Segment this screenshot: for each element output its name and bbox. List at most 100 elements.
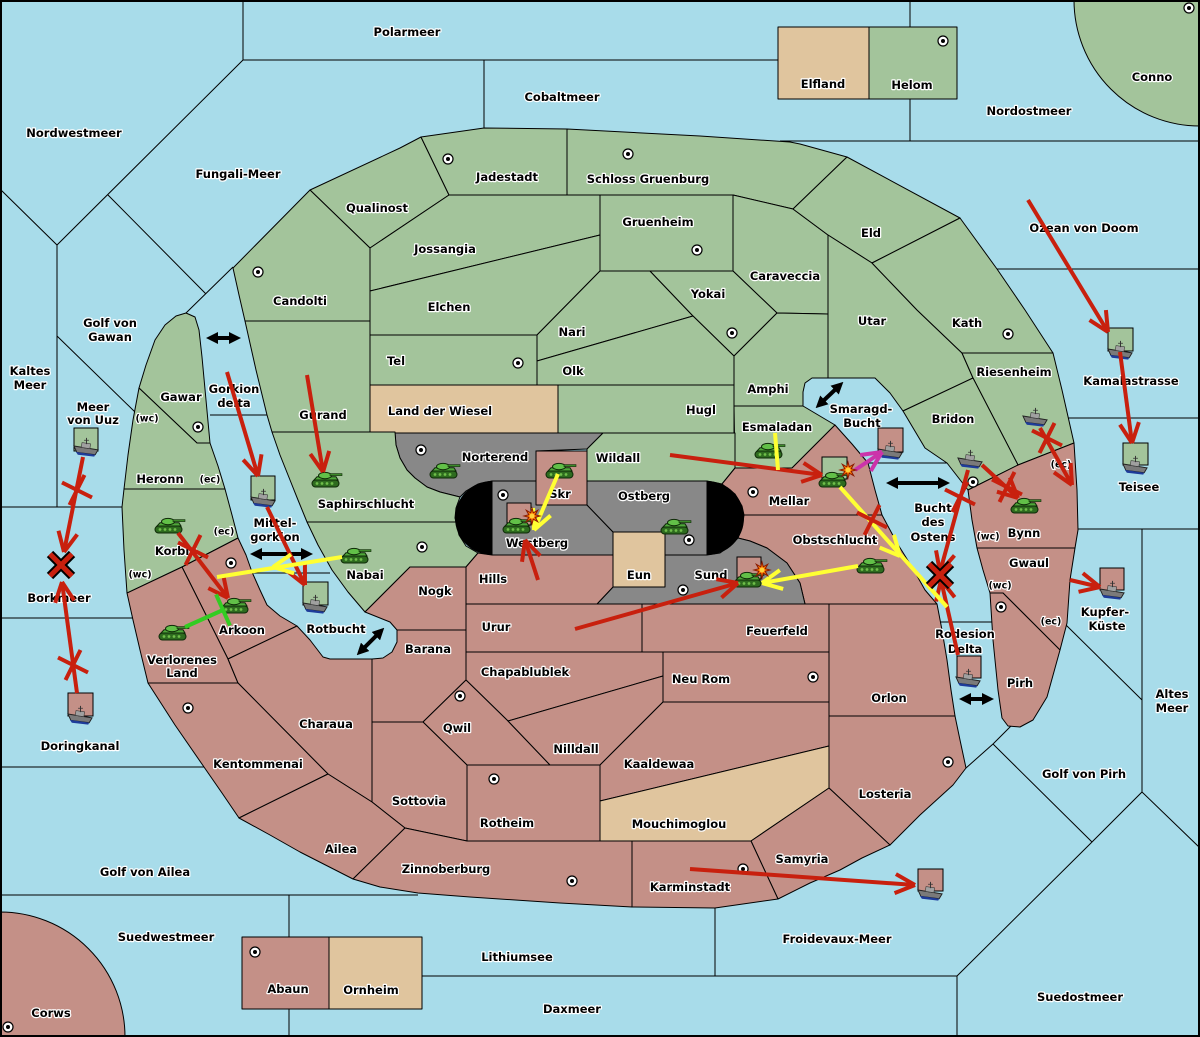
cross-stroke (927, 562, 953, 588)
label-line: Meer (1156, 701, 1189, 715)
arrow-shaft (265, 506, 307, 586)
label-cobaltmeer: Cobaltmeer (524, 90, 599, 104)
label-orlon: Orlon (871, 691, 906, 705)
label-eld: Eld (861, 226, 881, 240)
label-gruenheim: Gruenheim (622, 215, 693, 229)
label-nogk: Nogk (418, 584, 452, 598)
move-arrow (1026, 198, 1110, 334)
move-arrow (176, 531, 230, 600)
label-arkoon: Arkoon (219, 623, 265, 637)
cross-stroke (183, 534, 203, 566)
label-mellar: Mellar (769, 494, 810, 508)
coast-label: (wc) (135, 414, 158, 425)
label-ozean-von-doom: Ozean von Doom (1029, 221, 1138, 235)
move-arrow (669, 453, 824, 484)
label-line: von Uuz (67, 413, 119, 427)
cross-stroke (1037, 422, 1057, 454)
supply-center-icon (566, 875, 578, 887)
label-westberg: Westberg (506, 536, 568, 550)
coast-label: (wc) (128, 570, 151, 581)
cross-stroke (63, 649, 83, 681)
region-karminstadt (631, 840, 779, 909)
label-line: Gawan (88, 330, 132, 344)
label-mouchimoglou: Mouchimoglou (632, 817, 727, 831)
arrowhead-arm (878, 545, 901, 558)
move-arrow (520, 538, 542, 581)
supply-center-icon (942, 756, 954, 768)
arrowhead-arm (1130, 421, 1141, 444)
arrowhead-arm (321, 450, 332, 473)
label-elchen: Elchen (428, 300, 471, 314)
arrow-shaft (532, 473, 560, 531)
label-polarmeer: Polarmeer (374, 25, 441, 39)
supply-center-icon (683, 534, 695, 546)
cross-mark (944, 481, 976, 513)
label-karminstadt: Karminstadt (650, 880, 731, 894)
label-kamalastrasse: Kamalastrasse (1083, 374, 1179, 388)
label-charaua: Charaua (299, 717, 353, 731)
label-esmaladan: Esmaladan (742, 420, 812, 434)
coast-label: (ec) (1041, 617, 1062, 628)
label-golf-von-pirh: Golf von Pirh (1042, 767, 1126, 781)
label-smaragd-bucht: Smaragd-Bucht (830, 402, 893, 430)
label-urur: Urur (482, 620, 511, 634)
label-jadestadt: Jadestadt (475, 170, 538, 184)
label-obstschlucht: Obstschlucht (793, 533, 878, 547)
supply-center-icon (225, 557, 237, 569)
label-qualinost: Qualinost (346, 201, 409, 215)
arrowhead-arm (520, 539, 527, 563)
arrowhead-arm (1081, 571, 1102, 589)
dislodge-burst-icon (838, 460, 858, 480)
arrowhead-arm (800, 473, 823, 484)
arrowhead-arm (271, 552, 293, 569)
arrowhead-arm (1103, 309, 1110, 333)
arrowhead-arm (523, 538, 542, 558)
label-nordostmeer: Nordostmeer (987, 104, 1072, 118)
support-line (760, 564, 859, 591)
supply-center-icon (726, 327, 738, 339)
arrow-shaft (1026, 198, 1110, 334)
arrowhead-arm (1068, 462, 1074, 486)
label-kentommenai: Kentommenai (213, 757, 303, 771)
label-line: Delta (948, 642, 983, 656)
label-kupfer-kueste: Kupfer-Küste (1081, 605, 1130, 633)
supply-center-icon (677, 584, 689, 596)
label-nordwestmeer: Nordwestmeer (26, 126, 122, 140)
arrowhead-arm (62, 533, 79, 554)
cross-mark (991, 471, 1023, 503)
label-norterend: Norterend (462, 450, 528, 464)
arrow-shaft (773, 432, 780, 471)
label-heronn: Heronn (136, 472, 183, 486)
label-qwil: Qwil (443, 721, 471, 735)
support-line (838, 485, 949, 609)
arrowhead-arm (532, 514, 552, 532)
supply-center-icon (807, 671, 819, 683)
arrowhead-arm (241, 458, 260, 478)
label-line: Küste (1088, 619, 1125, 633)
label-jossangia: Jossangia (413, 242, 476, 256)
label-conno: Conno (1132, 70, 1173, 84)
arrow-shaft (62, 456, 85, 553)
arrow-shaft (1118, 351, 1134, 444)
label-golf-von-ailea: Golf von Ailea (100, 865, 190, 879)
move-arrow (53, 580, 79, 694)
supply-center-icon (416, 541, 428, 553)
label-pirh: Pirh (1007, 676, 1033, 690)
move-arrow (225, 371, 264, 478)
move-arrow (1069, 571, 1102, 594)
arrowhead-arm (720, 581, 740, 600)
support-line (773, 432, 780, 471)
label-eun: Eun (627, 568, 651, 582)
arrow-shaft (60, 581, 79, 694)
label-elfland: Elfland (801, 77, 846, 91)
label-hugl: Hugl (686, 403, 716, 417)
arrowhead-arm (56, 530, 66, 553)
supply-center-icon (691, 244, 703, 256)
fortress-east-cap (707, 481, 744, 555)
label-ostberg: Ostberg (618, 489, 670, 503)
label-yokai: Yokai (690, 287, 726, 301)
arrowhead-arm (207, 586, 229, 600)
label-candolti: Candolti (273, 294, 327, 308)
